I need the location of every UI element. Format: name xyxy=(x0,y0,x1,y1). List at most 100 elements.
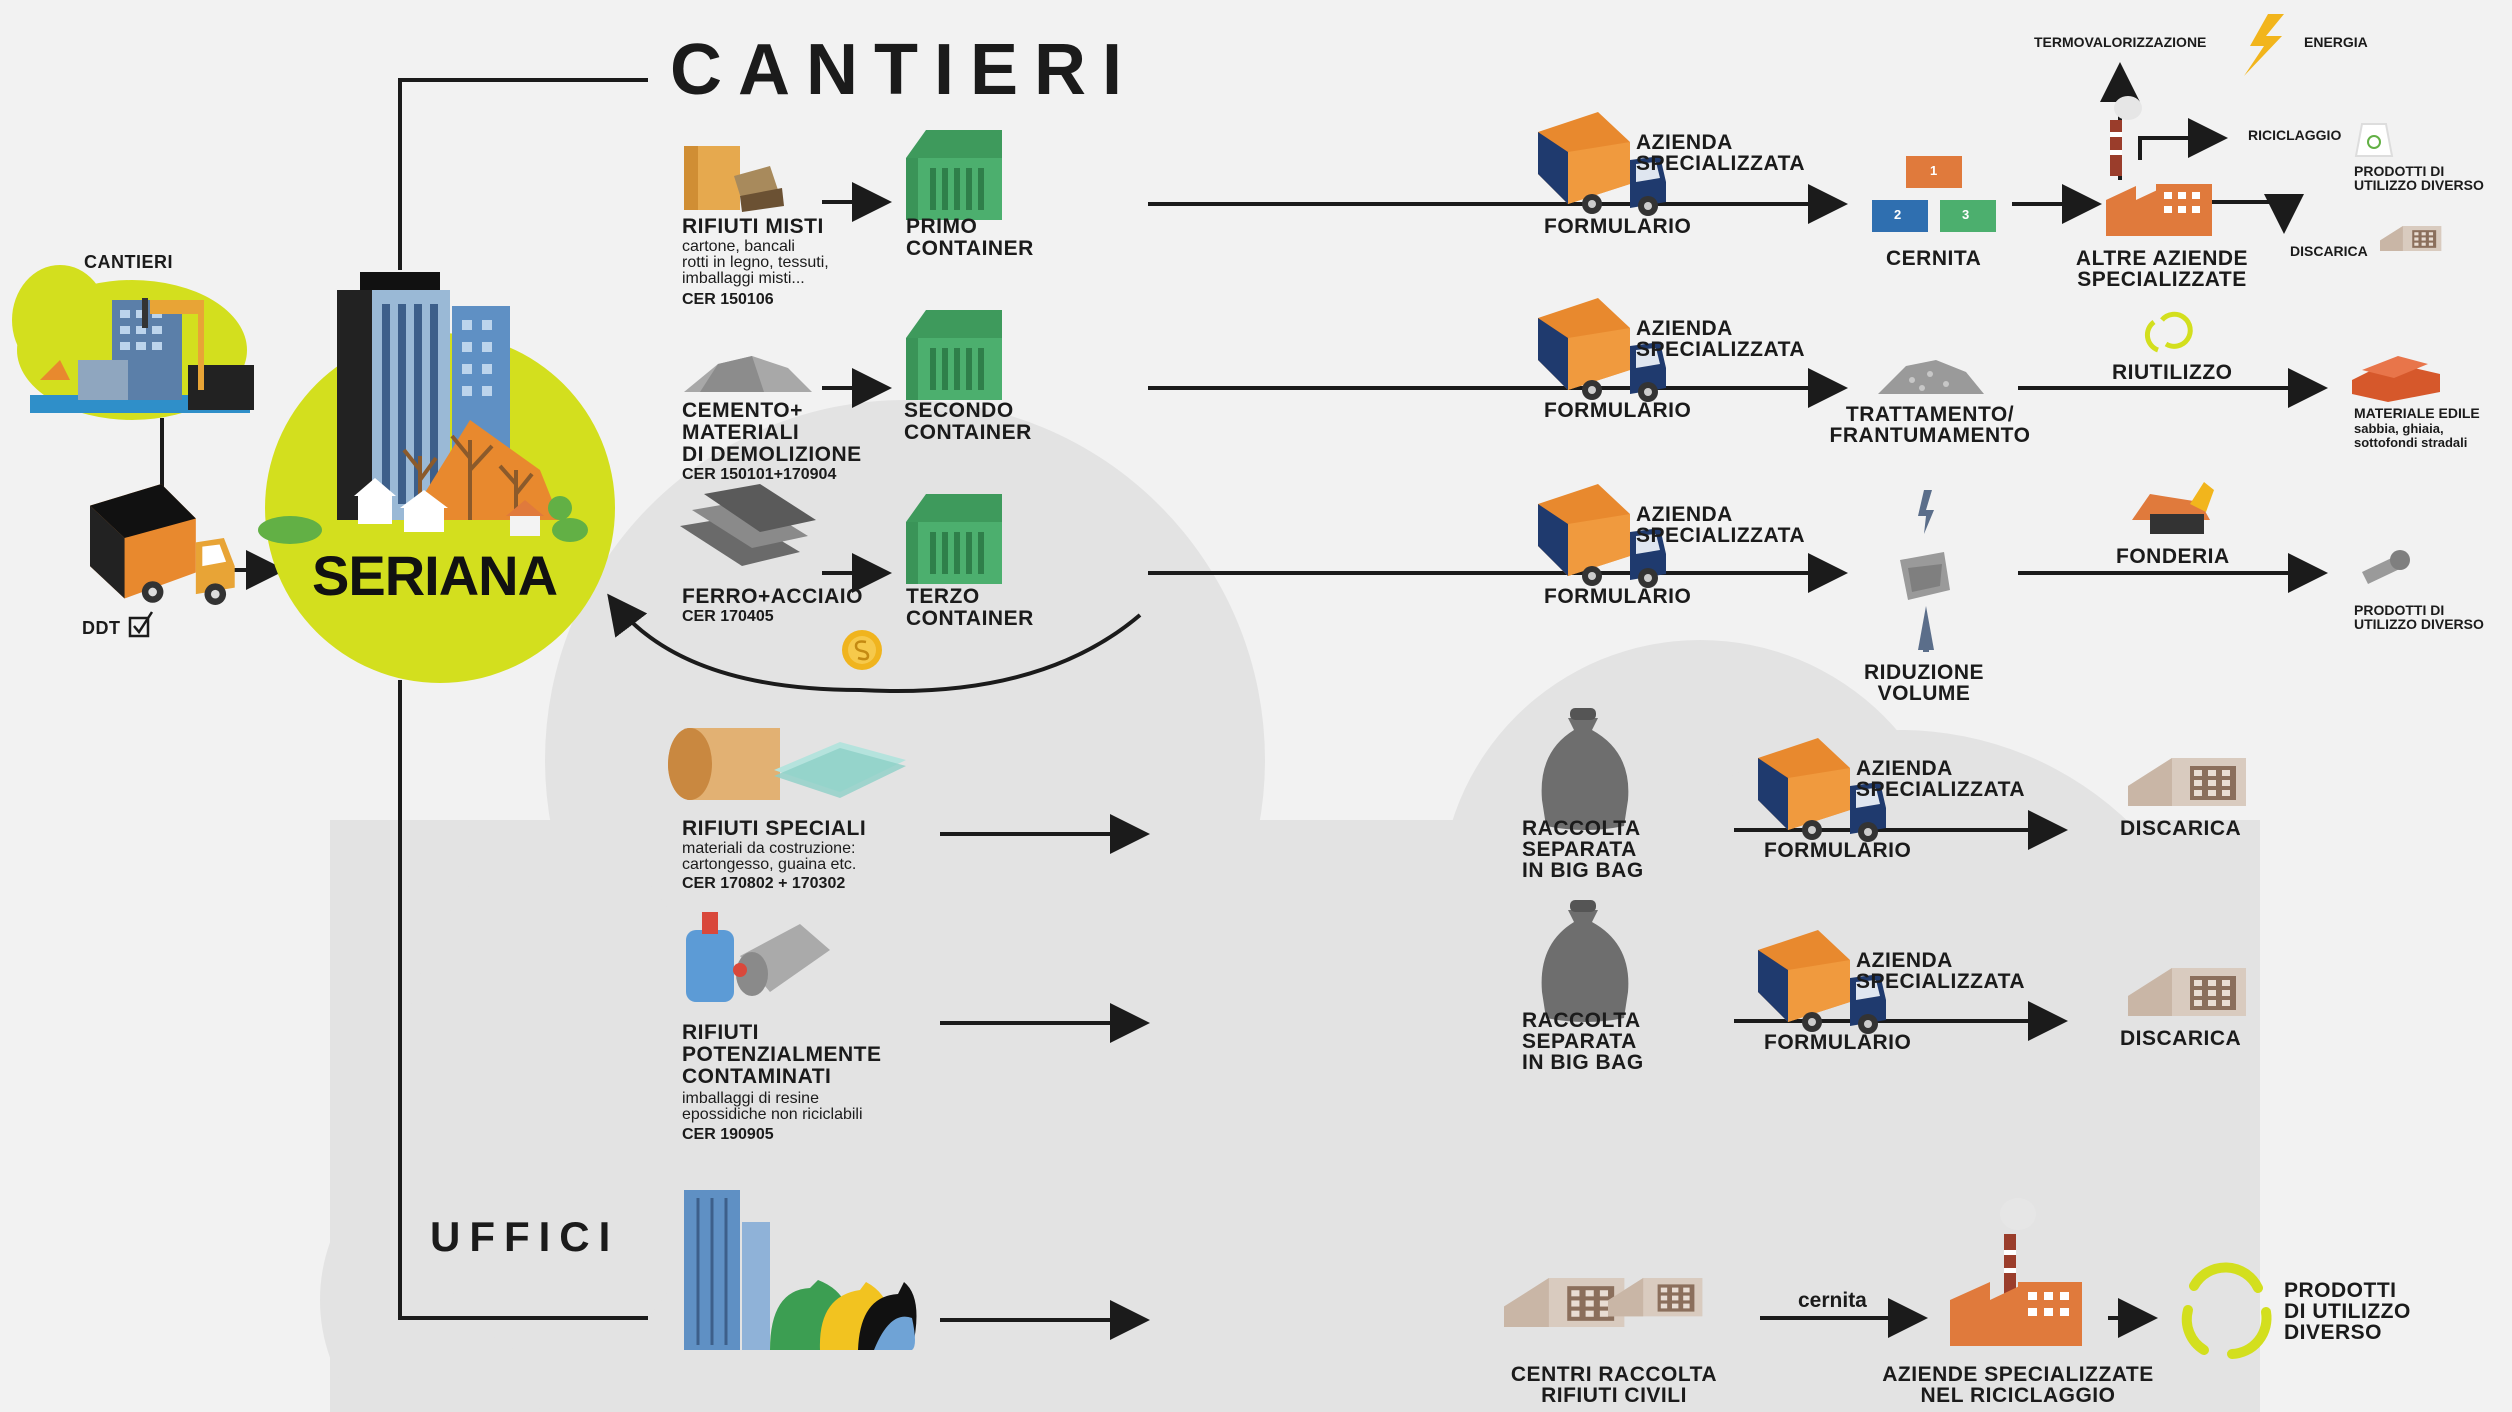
landfill-icon-1 xyxy=(2128,758,2246,806)
rifiuti-misti-desc-2: rotti in legno, tessuti, xyxy=(682,254,829,271)
delivery-truck-icon xyxy=(90,484,235,605)
cernita-bin-number-3: 3 xyxy=(1962,207,1970,222)
fonderia-label: FONDERIA xyxy=(2116,545,2230,568)
secondo-container-icon xyxy=(906,310,1002,400)
landfill-icon-small xyxy=(2380,226,2442,251)
contaminati-desc-1: imballaggi di resine xyxy=(682,1090,819,1107)
materiale-desc-1: sabbia, ghiaia, xyxy=(2354,421,2444,436)
secondo-container-label-1: SECONDO xyxy=(904,399,1014,422)
rubble-pile-icon xyxy=(684,356,812,392)
trattamento-1: TRATTAMENTO/ xyxy=(1845,403,2015,426)
azienda-row5-2: SPECIALIZZATA xyxy=(1856,970,2026,993)
raccolta-2-line2: SEPARATA xyxy=(1522,1030,1637,1053)
energia-label: ENERGIA xyxy=(2304,34,2368,50)
background-cloud xyxy=(320,400,2260,1412)
terzo-container-label-1: TERZO xyxy=(906,585,980,608)
riduzione-1: RIDUZIONE xyxy=(1864,661,1984,684)
seriana-hub-icon xyxy=(258,272,615,683)
riciclaggio-label: RICICLAGGIO xyxy=(2248,127,2342,143)
riutilizzo-label: RIUTILIZZO xyxy=(2112,361,2233,384)
rifiuti-misti-title: RIFIUTI MISTI xyxy=(682,215,824,238)
raccolta-2-line3: IN BIG BAG xyxy=(1522,1051,1644,1074)
office-building-icon xyxy=(684,1190,770,1350)
aziende-riciclaggio-2: NEL RICICLAGGIO xyxy=(1920,1384,2116,1407)
recycled-bag-icon xyxy=(2354,123,2394,157)
foundry-icon xyxy=(2132,482,2214,534)
cernita-bin-number-2: 2 xyxy=(1894,207,1902,222)
ferro-cer: CER 170405 xyxy=(682,608,774,625)
garbage-bags-icon xyxy=(770,1280,917,1350)
centri-raccolta-2: RIFIUTI CIVILI xyxy=(1541,1384,1687,1407)
recycle-icon-small xyxy=(2144,311,2193,353)
lightning-icon xyxy=(2244,14,2284,76)
sorting-containers-icon xyxy=(1872,156,1996,232)
azienda-row1-2: SPECIALIZZATA xyxy=(1636,152,1806,175)
azienda-row1-1: AZIENDA xyxy=(1636,131,1733,154)
materiale-desc-2: sottofondi stradali xyxy=(2354,435,2468,450)
contaminati-title-1: RIFIUTI xyxy=(682,1021,759,1044)
steel-beams-icon xyxy=(680,484,816,566)
flow-arrows xyxy=(822,62,2328,1340)
uffici-header: UFFICI xyxy=(430,1213,620,1260)
azienda-row2-2: SPECIALIZZATA xyxy=(1636,338,1806,361)
azienda-row4-1: AZIENDA xyxy=(1856,757,1953,780)
bricks-icon xyxy=(2352,356,2440,402)
recycle-icon-large xyxy=(2181,1262,2272,1359)
primo-container-icon xyxy=(906,130,1002,220)
prodotti-finali-2: DI UTILIZZO xyxy=(2284,1300,2411,1323)
contaminati-title-2: POTENZIALMENTE xyxy=(682,1043,882,1066)
insulation-rolls-icon xyxy=(668,728,906,800)
speciali-cer: CER 170802 + 170302 xyxy=(682,875,846,892)
formulario-row3: FORMULARIO xyxy=(1544,585,1692,608)
prodotti-diverso-2-line1: PRODOTTI DI xyxy=(2354,602,2445,618)
formulario-row5: FORMULARIO xyxy=(1764,1031,1912,1054)
primo-container-label-1: PRIMO xyxy=(906,215,978,238)
azienda-row3-1: AZIENDA xyxy=(1636,503,1733,526)
seriana-label: SERIANA xyxy=(312,544,558,607)
cernita-bin-number-1: 1 xyxy=(1930,163,1938,178)
centri-raccolta-1: CENTRI RACCOLTA xyxy=(1510,1363,1718,1386)
altre-aziende-1: ALTRE AZIENDE xyxy=(2075,247,2249,270)
recycling-factory-icon xyxy=(1950,1198,2082,1346)
termovalorizzazione-label: TERMOVALORIZZAZIONE xyxy=(2034,34,2207,50)
prodotti-diverso-2-line2: UTILIZZO DIVERSO xyxy=(2354,616,2484,632)
cantieri-city-icon xyxy=(12,265,254,420)
cemento-title-1: CEMENTO+ xyxy=(682,399,803,422)
materiale-edile-label: MATERIALE EDILE xyxy=(2354,405,2480,421)
aziende-riciclaggio-1: AZIENDE SPECIALIZZATE xyxy=(1882,1363,2154,1386)
cemento-title-2: MATERIALI xyxy=(682,421,800,444)
rifiuti-misti-desc-3: imballaggi misti... xyxy=(682,270,805,287)
cantieri-header: CANTIERI xyxy=(670,30,1138,110)
discarica-label-2: DISCARICA xyxy=(2120,1027,2242,1050)
discarica-small-label: DISCARICA xyxy=(2290,243,2368,259)
primo-container-label-2: CONTAINER xyxy=(906,237,1034,260)
compression-arrows xyxy=(1918,490,1934,652)
speciali-desc-2: cartongesso, guaina etc. xyxy=(682,856,857,873)
azienda-row3-2: SPECIALIZZATA xyxy=(1636,524,1806,547)
rifiuti-misti-cer: CER 150106 xyxy=(682,291,774,308)
bolt-icon xyxy=(2362,550,2410,584)
azienda-row5-1: AZIENDA xyxy=(1856,949,1953,972)
prodotti-diverso-1-line1: PRODOTTI DI xyxy=(2354,163,2445,179)
raccolta-1-line3: IN BIG BAG xyxy=(1522,859,1644,882)
ddt-label: DDT xyxy=(82,618,121,638)
raccolta-1-line2: SEPARATA xyxy=(1522,838,1637,861)
prodotti-finali-1: PRODOTTI xyxy=(2284,1279,2397,1302)
coin-icon xyxy=(842,630,882,670)
trattamento-2: FRANTUMAMENTO xyxy=(1829,424,2031,447)
azienda-row2-1: AZIENDA xyxy=(1636,317,1733,340)
gravel-pile-icon xyxy=(1878,360,1984,394)
terzo-container-icon xyxy=(906,494,1002,584)
speciali-desc-1: materiali da costruzione: xyxy=(682,840,856,857)
raccolta-1-line1: RACCOLTA xyxy=(1522,817,1641,840)
contaminated-canister-icon xyxy=(686,912,830,1002)
riduzione-2: VOLUME xyxy=(1877,682,1971,705)
compressed-metal-icon xyxy=(1900,552,1950,600)
cernita-label: CERNITA xyxy=(1886,247,1982,270)
contaminati-desc-2: epossidiche non riciclabili xyxy=(682,1106,863,1123)
formulario-row2: FORMULARIO xyxy=(1544,399,1692,422)
cantieri-label: CANTIERI xyxy=(84,252,173,272)
speciali-title: RIFIUTI SPECIALI xyxy=(682,817,867,840)
